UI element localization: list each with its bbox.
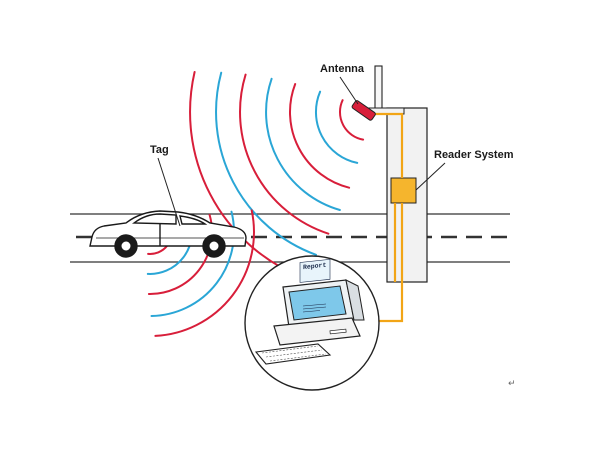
antenna-wave-arc — [239, 73, 330, 235]
reader-system-pointer — [415, 162, 446, 191]
tag-pointer — [157, 157, 181, 227]
reader-box — [390, 177, 417, 204]
tag-label: Tag — [150, 144, 169, 156]
cable-antenna-to-reader — [370, 112, 404, 178]
cable — [370, 112, 404, 323]
antenna-wave-arc — [215, 71, 317, 256]
antenna-icon — [351, 100, 376, 121]
antenna-wave-arc — [265, 77, 341, 211]
computer-icon: Report — [244, 255, 380, 391]
monitor-screen — [288, 285, 347, 321]
car-window-front — [179, 215, 208, 225]
antenna-wave-arc — [315, 90, 359, 164]
computer-base — [273, 317, 361, 346]
antenna-wave-arc — [288, 83, 351, 189]
reader-system-label: Reader System — [434, 149, 514, 161]
car-window-rear — [131, 213, 177, 225]
keyboard — [254, 343, 332, 365]
antenna-mast — [374, 65, 383, 115]
antenna-label: Antenna — [320, 63, 365, 75]
antenna-wave-arc — [338, 99, 365, 141]
report-document — [299, 258, 331, 283]
report-label: Report — [303, 262, 326, 271]
labels: Antenna Tag Reader System ↵ — [150, 63, 516, 389]
antenna-wave-arc — [189, 71, 303, 278]
reader-pole — [367, 65, 428, 283]
antenna-pointer — [339, 76, 359, 105]
tag-wave-arc — [154, 209, 255, 337]
car-icon — [89, 210, 247, 258]
monitor-side — [345, 279, 365, 321]
disk-slot — [329, 328, 347, 335]
corner-mark: ↵ — [508, 379, 516, 389]
cable-reader-to-computer — [378, 203, 404, 323]
